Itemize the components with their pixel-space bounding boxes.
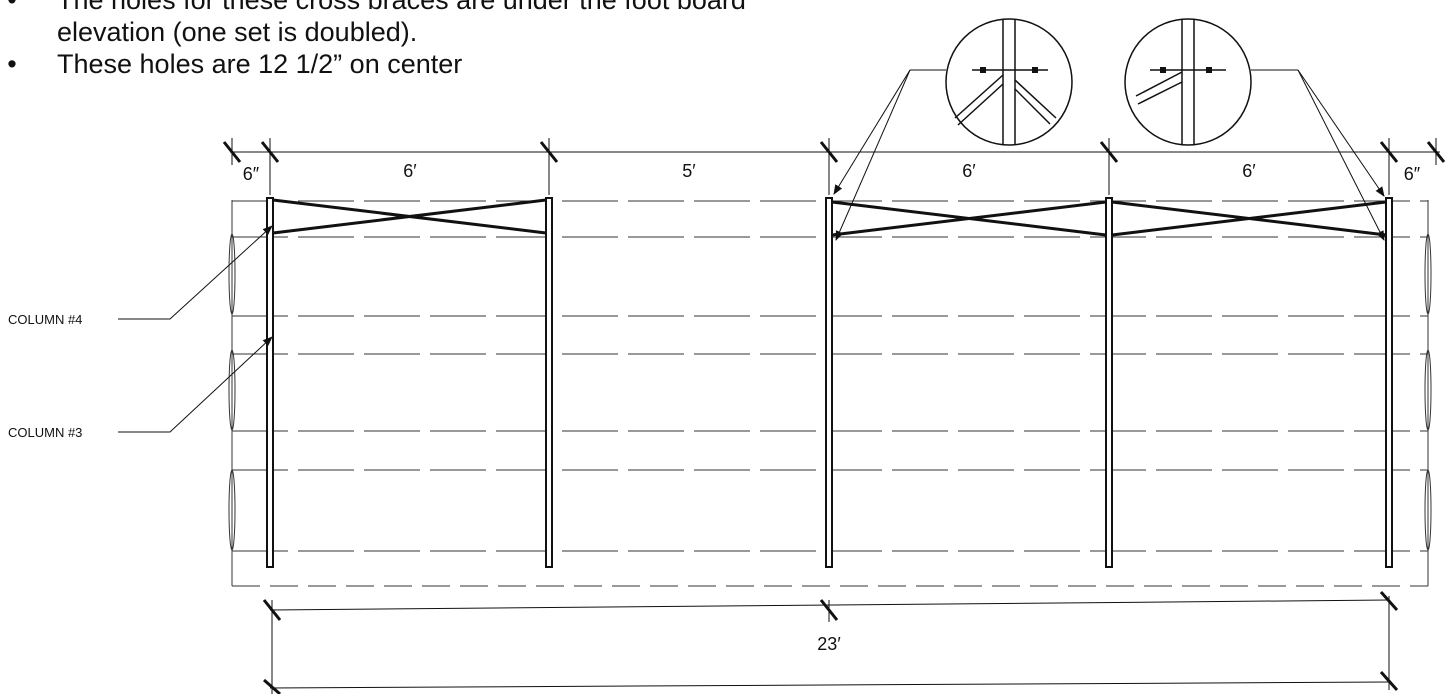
- top-dimension-ticks: [222, 141, 1446, 163]
- overall-dimension-label: 23′: [817, 634, 841, 654]
- dimension-label: 6′: [962, 161, 976, 181]
- bottom-dimension-ticks: [262, 591, 1399, 694]
- dimension-label: 6′: [1242, 161, 1256, 181]
- brace-hole-detail-right-icon: [1124, 18, 1252, 146]
- dimension-label: 6″: [1404, 164, 1421, 184]
- note-item: • The holes for these cross braces are u…: [0, 0, 777, 48]
- top-dimension-line: [230, 138, 1440, 195]
- notes-list: • The holes for these cross braces are u…: [0, 0, 777, 80]
- bottom-dimension: [269, 596, 1390, 694]
- column: [1385, 197, 1393, 568]
- dimension-label: 6′: [403, 161, 417, 181]
- brace-hole-detail-left-icon: [945, 18, 1073, 146]
- cross-braces: [272, 198, 1387, 237]
- note-item: • These holes are 12 1/2” on center: [0, 48, 777, 80]
- dimension-label: 6″: [243, 164, 260, 184]
- column-callouts: [118, 225, 273, 433]
- bullet: •: [7, 0, 17, 15]
- note-text: The holes for these cross braces are und…: [57, 0, 746, 47]
- column: [1105, 197, 1113, 568]
- note-text: These holes are 12 1/2” on center: [57, 49, 463, 79]
- columns: [266, 197, 1393, 568]
- column: [266, 197, 274, 568]
- column: [545, 197, 553, 568]
- detail-left-leaders: [833, 69, 946, 241]
- column: [825, 197, 833, 568]
- dimension-label: 5′: [682, 161, 696, 181]
- callout-column-3: COLUMN #3: [8, 425, 82, 440]
- bullet: •: [7, 49, 17, 79]
- callout-column-4: COLUMN #4: [8, 312, 82, 327]
- top-dimension-labels: 6″ 6′ 5′ 6′ 6′ 6″: [243, 161, 1421, 184]
- detail-right-leaders: [1251, 69, 1385, 241]
- outer-frame: [231, 200, 1429, 587]
